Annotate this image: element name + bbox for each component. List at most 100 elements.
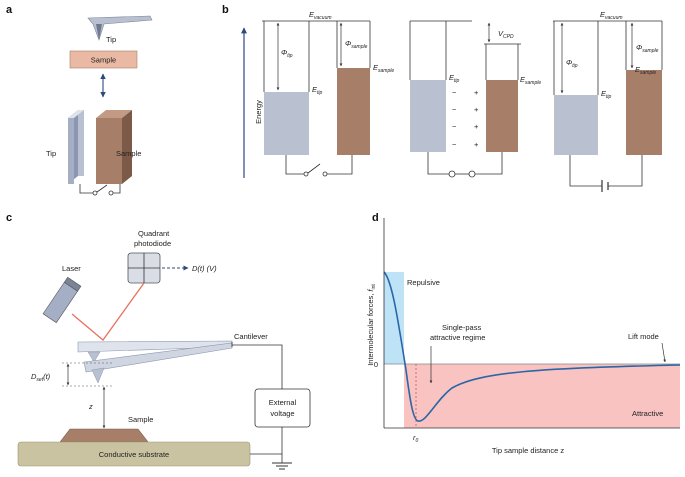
e-vacuum-3: Evacuum [600,10,623,21]
e-sample-2: Esample [520,75,541,86]
laser-label: Laser [62,264,81,273]
e-tip-2: Etip [449,73,460,84]
attractive-region [404,364,680,428]
minus-2: − [452,105,457,114]
circuit-left [79,184,93,194]
tip-block-1 [264,92,309,155]
phi-tip-3: Φtip [566,58,578,69]
sample-plate-label: Sample [116,149,141,158]
phi-sample-3: Φsample [636,43,659,54]
sample-bar-label: Sample [91,56,116,65]
e-tip-3: Etip [601,89,612,100]
photodiode-label: photodiode [134,239,171,248]
cantilever-label: Cantilever [234,332,268,341]
minus-4: − [452,140,457,149]
switch-1-node-b [322,171,328,177]
sample-plate-front [96,118,122,184]
laser-beam [71,282,145,341]
single-pass-line1: Single-pass [442,323,481,332]
external-voltage-box [254,388,311,428]
panel-label-c: c [6,212,12,224]
e-sample-3: Esample [635,65,656,76]
circuit-2-right [475,152,503,175]
tip-plate-front [78,110,84,176]
switch-2-node-b [468,170,476,178]
sample-block-3 [626,70,662,155]
force-curve [383,271,681,422]
circuit-1-left [285,155,304,175]
switch-2-node-a [448,170,456,178]
circuit-2-left [427,152,449,175]
dset-label: Dset(t) [31,372,51,383]
laser-body [42,276,82,324]
quadrant-label: Quadrant [138,229,170,238]
plus-3: + [474,122,479,131]
lift-mode-arrow [661,342,666,363]
voltage-wire-top [232,344,283,389]
repulsive-label: Repulsive [407,278,440,287]
plus-2: + [474,105,479,114]
sample-mound [59,428,149,443]
switch-1-lever [307,163,321,174]
circuit-3-left [569,155,602,187]
v-cpd: VCPD [498,29,514,40]
r0-label: r0 [413,433,419,444]
panel-b: b Energy Evacuum Φtip Etip Φsample Esamp… [222,4,663,192]
switch-node-left [92,190,98,196]
tip-plate-face [68,118,74,184]
single-pass-line2: attractive regime [430,333,485,342]
minus-1: − [452,88,457,97]
panel-label-b: b [222,4,229,16]
z-label: z [88,402,93,411]
tip-raised [87,351,101,363]
sample-plate-side [122,110,132,184]
tip-block-3 [554,95,598,155]
sample-block-1 [337,68,370,155]
panel-d: d 0 Intermolecular forces, fint Repulsiv… [366,212,681,455]
circuit-3-right [608,155,643,187]
sample-label-c: Sample [128,415,153,424]
b-state-3: Evacuum Φtip Etip Φsample Esample [553,10,663,192]
sample-bar [69,50,138,69]
tip-block-2 [410,80,446,152]
e-vacuum-1: Evacuum [309,10,332,21]
circuit-right [113,184,121,194]
switch-lever [96,184,108,193]
tip-plate-top [68,110,84,118]
sample-block-2 [486,80,518,152]
external-label: External [269,398,297,407]
phi-tip-1: Φtip [281,48,293,59]
e-tip-1: Etip [312,85,323,96]
phi-sample-1: Φsample [345,39,368,50]
tip-deflected [91,367,105,384]
panel-label-a: a [6,4,13,16]
panel-label-d: d [372,212,379,224]
circuit-1-right [327,155,353,175]
tip-apex [96,24,102,40]
attractive-label: Attractive [632,409,663,418]
voltage-label: voltage [270,409,294,418]
tip-plate-label: Tip [46,149,56,158]
energy-label: Energy [254,100,263,124]
cantilever-deflected [83,342,233,373]
switch-node-right [108,190,114,196]
plus-4: + [474,140,479,149]
x-axis-label: Tip sample distance z [492,446,565,455]
zero-tick: 0 [374,360,378,369]
panel-c: c Quadrant photodiode D(t) (V) Laser Can… [6,212,311,470]
lift-mode-label: Lift mode [628,332,659,341]
sample-plate-top [96,110,132,118]
b-state-2: Etip VCPD Esample − − − − + + + + [409,20,541,178]
e-sample-1: Esample [373,63,394,74]
panel-a: a Tip Sample Tip Sample [6,4,153,196]
switch-1-node-a [303,171,309,177]
repulsive-region [384,272,404,364]
tip-shape [87,15,153,41]
tip-label: Tip [106,35,116,44]
substrate-label: Conductive substrate [99,450,169,459]
plus-1: + [474,88,479,97]
b-state-1: Evacuum Φtip Etip Φsample Esample [262,10,394,177]
d-t-v-label: D(t) (V) [192,264,217,273]
y-axis-label: Intermolecular forces, fint [366,284,377,366]
